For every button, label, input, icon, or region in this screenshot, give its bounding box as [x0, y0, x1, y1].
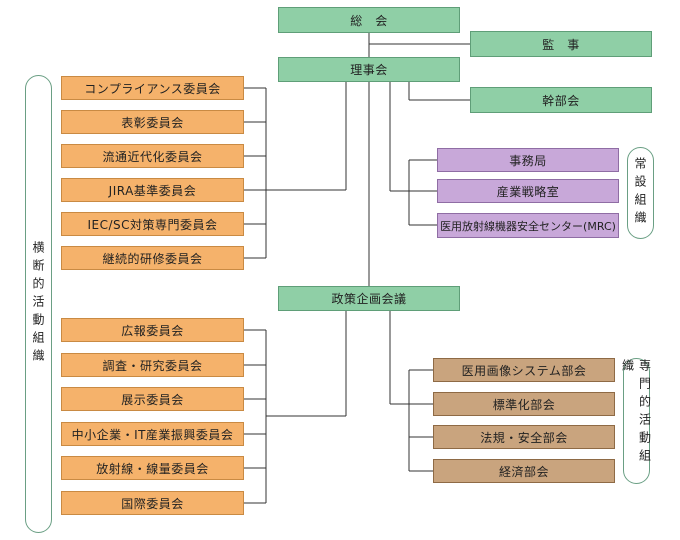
- committee-label: IEC/SC対策専門委員会: [87, 217, 218, 232]
- division-standardization: 標準化部会: [433, 392, 615, 416]
- committee-training: 継続的研修委員会: [61, 246, 244, 270]
- division-label: 標準化部会: [492, 397, 556, 412]
- committee-label: 中小企業・IT産業振興委員会: [71, 427, 234, 442]
- division-economics: 経済部会: [433, 459, 615, 483]
- committee-label: 放射線・線量委員会: [96, 461, 209, 476]
- rijikai-label: 理事会: [350, 63, 388, 77]
- standing-secretariat: 事務局: [437, 148, 619, 172]
- committee-label: 展示委員会: [121, 392, 184, 407]
- committee-jira-standard: JIRA基準委員会: [61, 178, 244, 202]
- committee-pr: 広報委員会: [61, 318, 244, 342]
- kansa-label: 監 事: [542, 37, 580, 52]
- kanbukai-box: 幹部会: [470, 87, 652, 113]
- committee-label: 調査・研究委員会: [102, 358, 203, 373]
- division-imaging: 医用画像システム部会: [433, 358, 615, 382]
- soukai-label: 総 会: [350, 13, 388, 28]
- committee-sme-it: 中小企業・IT産業振興委員会: [61, 422, 244, 446]
- division-label: 医用画像システム部会: [461, 363, 587, 378]
- standing-org-text: 常設組織: [633, 157, 647, 229]
- division-label: 法規・安全部会: [480, 430, 568, 445]
- committee-label: 国際委員会: [121, 496, 184, 511]
- committee-label: 広報委員会: [121, 323, 184, 338]
- committee-radiation-dose: 放射線・線量委員会: [61, 456, 244, 480]
- seisaku-box: 政策企画会議: [278, 286, 460, 311]
- standing-label: 事務局: [509, 153, 547, 168]
- committee-research: 調査・研究委員会: [61, 353, 244, 377]
- cross-org-label: 横断的活動組織: [25, 75, 52, 533]
- committee-label: 継続的研修委員会: [102, 251, 203, 266]
- standing-mrc: 医用放射線機器安全センター(MRC): [437, 213, 619, 238]
- specialist-org-label: 専門的活動組織: [621, 358, 652, 484]
- committee-compliance: コンプライアンス委員会: [61, 76, 244, 100]
- committee-label: コンプライアンス委員会: [84, 81, 221, 96]
- standing-label: 医用放射線機器安全センター(MRC): [440, 219, 616, 233]
- division-label: 経済部会: [498, 464, 549, 479]
- soukai-box: 総 会: [278, 7, 460, 33]
- committee-exhibition: 展示委員会: [61, 387, 244, 411]
- standing-org-label: 常設組織: [627, 147, 654, 239]
- committee-distribution: 流通近代化委員会: [61, 144, 244, 168]
- rijikai-box: 理事会: [278, 57, 460, 82]
- seisaku-label: 政策企画会議: [331, 292, 407, 306]
- cross-org-text: 横断的活動組織: [31, 241, 45, 367]
- standing-strategy: 産業戦略室: [437, 179, 619, 203]
- committee-international: 国際委員会: [61, 491, 244, 515]
- kanbukai-label: 幹部会: [542, 93, 580, 108]
- specialist-org-text: 専門的活動組織: [620, 359, 652, 467]
- standing-label: 産業戦略室: [496, 184, 560, 199]
- committee-award: 表彰委員会: [61, 110, 244, 134]
- committee-label: 流通近代化委員会: [102, 149, 203, 164]
- kansa-box: 監 事: [470, 31, 652, 57]
- committee-label: JIRA基準委員会: [108, 183, 197, 198]
- committee-iec-sc: IEC/SC対策専門委員会: [61, 212, 244, 236]
- division-regulation-safety: 法規・安全部会: [433, 425, 615, 449]
- committee-label: 表彰委員会: [121, 115, 184, 130]
